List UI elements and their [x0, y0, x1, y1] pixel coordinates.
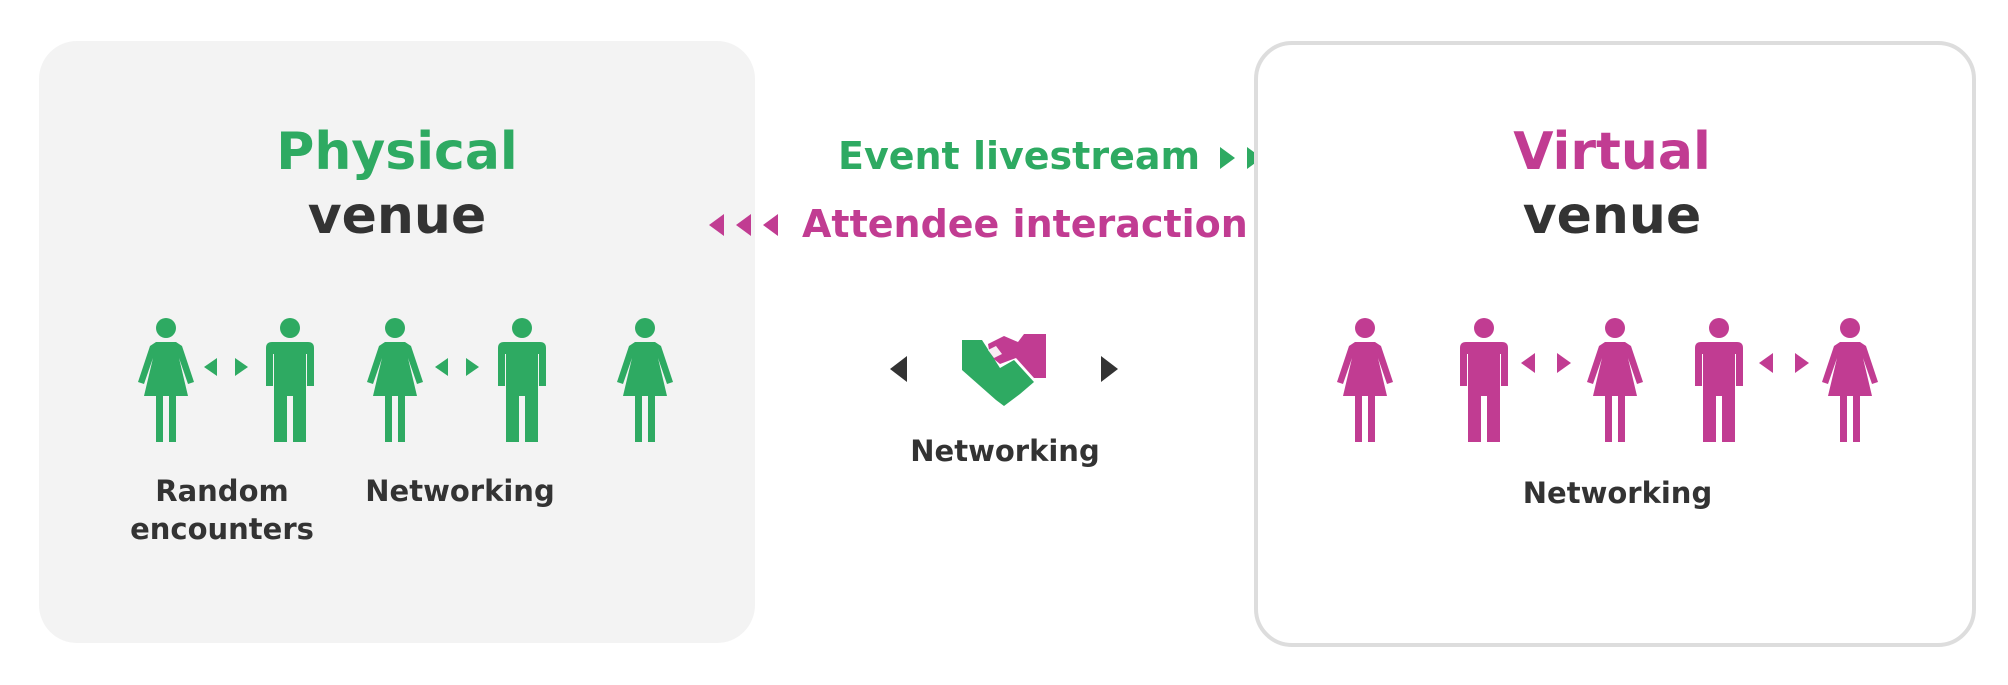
arrows-left-icon [709, 214, 785, 236]
label-middle-networking: Networking [910, 434, 1100, 468]
label-random-encounters: Random encounters [130, 474, 314, 546]
event-livestream-label: Event livestream [838, 134, 1201, 178]
physical-venue-title: Physical venue [147, 120, 647, 248]
physical-title-line2: venue [307, 186, 487, 246]
woman-icon [365, 318, 425, 444]
man-icon [1454, 318, 1514, 444]
handshake-icon [962, 334, 1046, 406]
double-arrow-icon [204, 358, 248, 376]
woman-icon [1335, 318, 1395, 444]
virtual-title-line2: venue [1522, 186, 1702, 246]
man-icon [1689, 318, 1749, 444]
man-icon [492, 318, 552, 444]
label-virtual-networking: Networking [1522, 476, 1713, 510]
virtual-title-line1: Virtual [1513, 122, 1711, 182]
woman-icon [615, 318, 675, 444]
arrow-right-icon [1101, 356, 1118, 382]
man-icon [260, 318, 320, 444]
double-arrow-icon [1759, 353, 1809, 373]
virtual-venue-title: Virtual venue [1362, 120, 1862, 248]
woman-icon [1820, 318, 1880, 444]
label-physical-networking: Networking [365, 474, 555, 508]
woman-icon [1585, 318, 1645, 444]
physical-title-line1: Physical [276, 122, 518, 182]
double-arrow-icon [1521, 353, 1571, 373]
arrow-left-icon [890, 356, 907, 382]
double-arrow-icon [435, 358, 479, 376]
woman-icon [136, 318, 196, 444]
attendee-interaction-label: Attendee interaction [802, 202, 1248, 246]
